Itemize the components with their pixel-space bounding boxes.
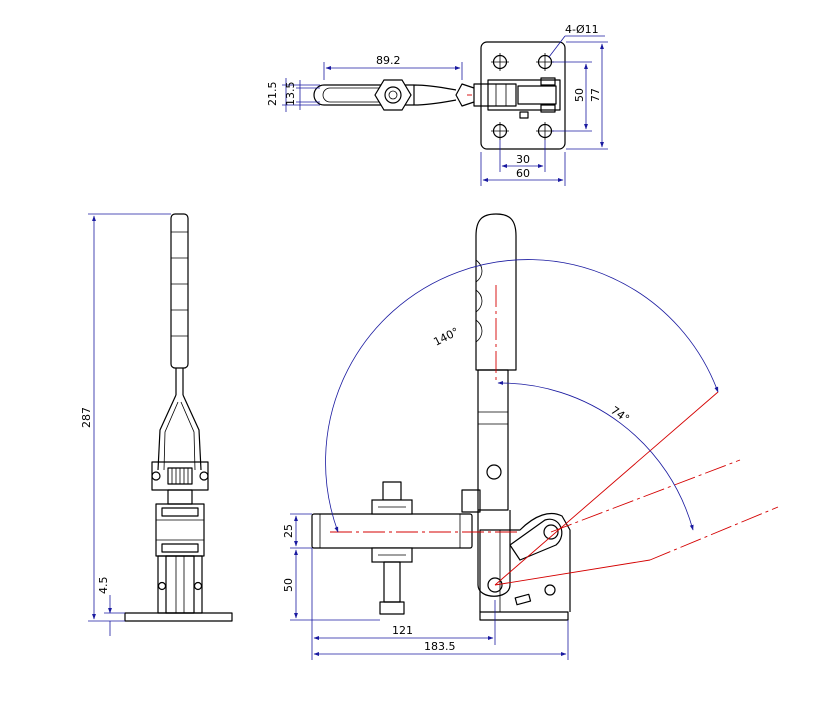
front-spindle-bottom xyxy=(383,561,401,603)
top-mounting-holes xyxy=(491,53,554,140)
front-label-slot xyxy=(514,593,532,606)
front-handle-pivot xyxy=(486,464,502,480)
front-base-hole xyxy=(544,584,556,596)
top-arm-taper xyxy=(413,84,457,106)
side-handle-grip xyxy=(170,213,189,369)
front-spindle-top xyxy=(382,481,402,501)
base-length-v-label: 77 xyxy=(589,88,602,102)
top-pin-head xyxy=(540,77,556,86)
front-stop-block xyxy=(461,489,481,513)
side-mid-block xyxy=(155,503,205,557)
link-ray xyxy=(550,459,741,533)
top-hex-nut xyxy=(374,79,412,111)
front-base-plate xyxy=(479,611,569,621)
top-view xyxy=(313,41,566,150)
inner-width-label: 13.5 xyxy=(284,82,297,107)
top-linkage xyxy=(473,83,517,107)
handle-angle-label: 74° xyxy=(608,404,631,426)
total-height-label: 287 xyxy=(80,407,93,428)
side-handle-leg-right xyxy=(182,394,202,471)
side-view xyxy=(124,213,233,622)
handle-angle-arc xyxy=(497,380,694,531)
hole-spacing-v-label: 50 xyxy=(573,88,586,102)
top-spindle-core xyxy=(388,90,398,100)
top-handle-block xyxy=(517,85,557,105)
top-slot-inner xyxy=(322,87,380,103)
front-lower-link xyxy=(477,510,511,597)
base-width-h-label: 60 xyxy=(516,167,530,180)
outer-width-label: 21.5 xyxy=(266,82,279,107)
top-pin-head xyxy=(540,104,556,113)
arm-reach-label: 121 xyxy=(392,624,413,637)
dimension-lines xyxy=(88,35,719,660)
top-arm-neck xyxy=(455,83,475,107)
handle-angle-ray xyxy=(649,506,779,561)
open-angle-arc xyxy=(325,259,719,533)
handle-angle-ray-short xyxy=(494,559,651,586)
open-angle-label: 140° xyxy=(431,325,461,349)
top-stop xyxy=(519,111,529,119)
top-base-plate xyxy=(480,41,566,150)
total-length-label: 183.5 xyxy=(424,640,456,653)
top-clamp-body xyxy=(487,79,561,111)
pivot-height-label: 50 xyxy=(282,578,295,592)
hole-callout-label: 4-Ø11 xyxy=(565,23,599,36)
front-handle-lever xyxy=(477,369,509,511)
side-base-plate xyxy=(124,612,233,622)
side-handle-leg-left xyxy=(157,394,177,471)
front-clamp-arm xyxy=(311,513,473,549)
arm-height-label: 25 xyxy=(282,524,295,538)
front-spindle-pad xyxy=(379,601,405,615)
top-arm-slot xyxy=(313,84,414,106)
hole-spacing-h-label: 30 xyxy=(516,153,530,166)
open-angle-ray xyxy=(494,391,719,586)
front-view xyxy=(311,213,779,621)
top-spindle xyxy=(384,86,402,104)
handle-length-label: 89.2 xyxy=(376,54,401,67)
dimension-labels: 4-Ø11 89.2 21.5 13.5 50 77 30 60 287 4.5… xyxy=(80,23,632,653)
front-lower-pivot xyxy=(487,577,503,593)
front-handle-grip xyxy=(475,213,517,371)
base-thickness-label: 4.5 xyxy=(97,577,110,595)
